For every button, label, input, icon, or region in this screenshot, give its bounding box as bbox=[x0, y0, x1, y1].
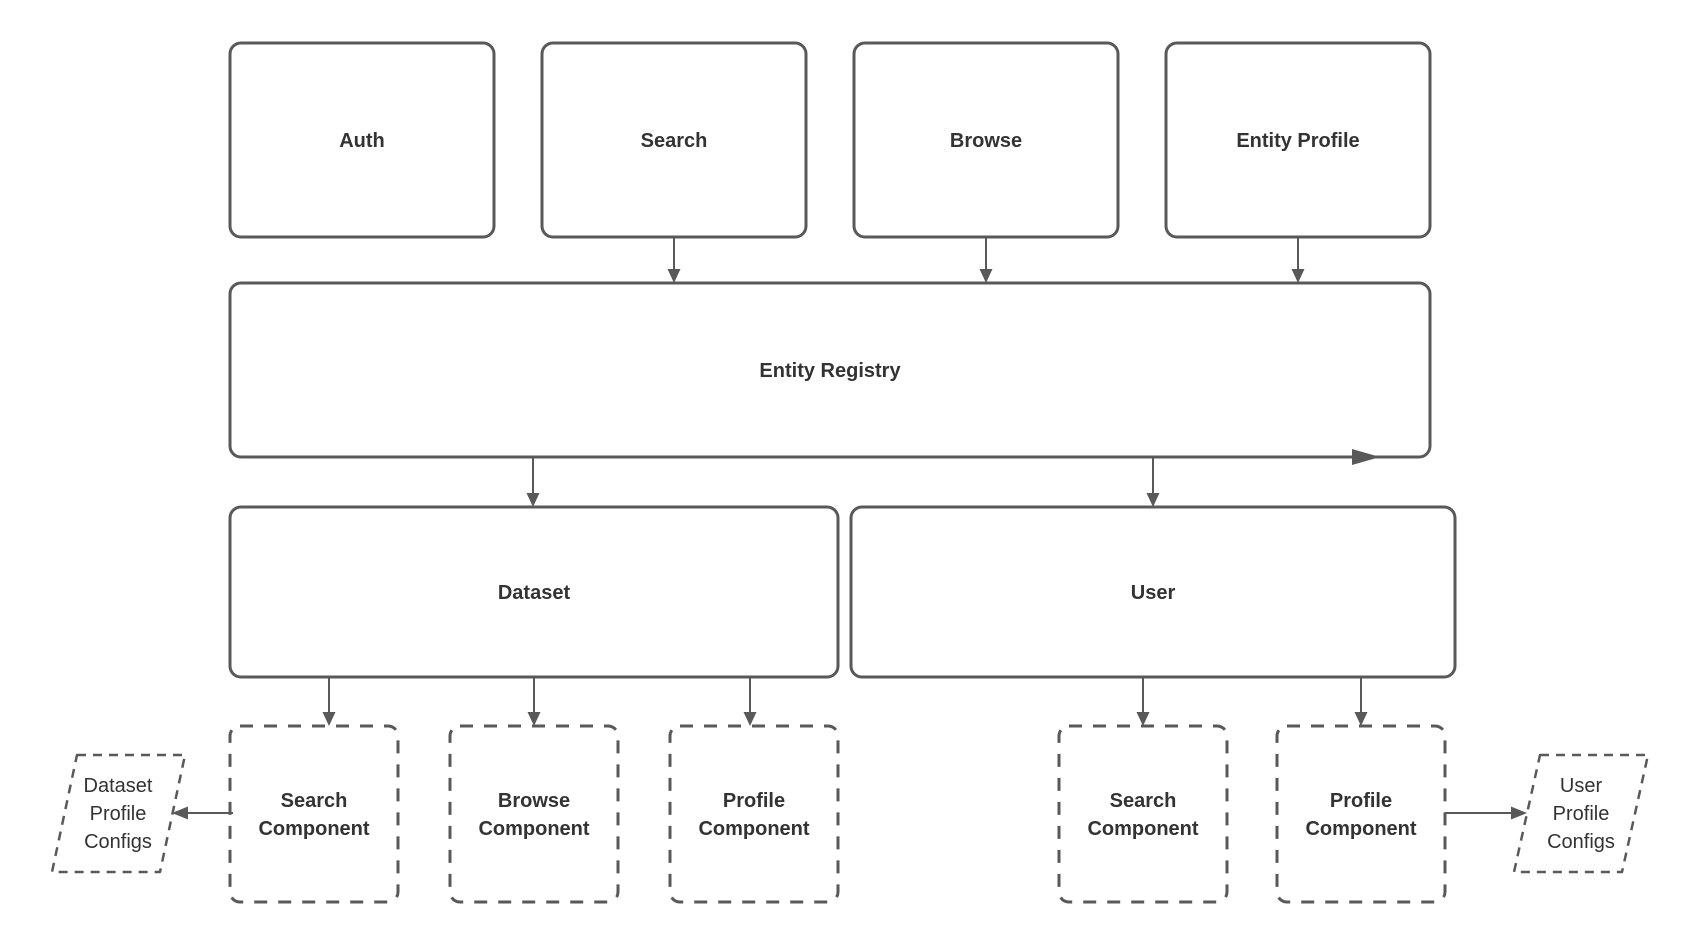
label-line-2: Component bbox=[1305, 818, 1416, 840]
arrowhead bbox=[979, 269, 993, 283]
arrowhead bbox=[743, 712, 757, 726]
entity-profile-node: Entity Profile bbox=[1164, 41, 1432, 239]
entity-registry-box bbox=[228, 281, 1432, 459]
dataset-profile-component-box bbox=[668, 724, 840, 904]
arrowhead bbox=[172, 806, 188, 820]
arrow-search-component-to-dataset-profile-configs bbox=[172, 806, 233, 820]
label-line-1: User bbox=[1560, 775, 1603, 797]
arrowhead bbox=[526, 493, 540, 507]
label-line-2: Profile bbox=[1553, 803, 1610, 825]
arrowhead bbox=[1354, 712, 1368, 726]
label-line-2: Component bbox=[478, 818, 589, 840]
auth-node: Auth bbox=[228, 41, 496, 239]
browse-node: Browse bbox=[852, 41, 1120, 239]
arrow-entity-registry-to-dataset bbox=[526, 457, 540, 507]
user-box bbox=[849, 505, 1457, 679]
arrow-dataset-to-search-component bbox=[322, 677, 336, 726]
dataset-search-component-box bbox=[228, 724, 400, 904]
arrow-entity-registry-right-edge bbox=[1352, 449, 1380, 465]
search-label: Search bbox=[641, 130, 708, 152]
label-line-1: Profile bbox=[1330, 790, 1392, 812]
arrowhead bbox=[527, 712, 541, 726]
label-line-1: Dataset bbox=[84, 775, 153, 797]
arrow-browse-to-entity-registry bbox=[979, 237, 993, 283]
user-label: User bbox=[1131, 582, 1176, 604]
arrow-entity-profile-to-entity-registry bbox=[1291, 237, 1305, 283]
arrow-profile-component-to-user-profile-configs bbox=[1445, 806, 1527, 820]
dataset-node: Dataset bbox=[228, 505, 840, 679]
label-line-1: Search bbox=[1110, 790, 1177, 812]
entity-registry-label: Entity Registry bbox=[759, 360, 901, 382]
label-line-2: Profile bbox=[90, 803, 147, 825]
label-line-2: Component bbox=[1087, 818, 1198, 840]
auth-label: Auth bbox=[339, 130, 385, 152]
arrow-search-to-entity-registry bbox=[667, 237, 681, 283]
label-line-1: Browse bbox=[498, 790, 570, 812]
search-node: Search bbox=[540, 41, 808, 239]
label-line-3: Configs bbox=[1547, 831, 1615, 853]
user-profile-component-box bbox=[1275, 724, 1447, 904]
entity-profile-label: Entity Profile bbox=[1236, 130, 1359, 152]
arrow-entity-registry-to-user bbox=[1146, 457, 1160, 507]
browse-label: Browse bbox=[950, 130, 1022, 152]
arrowhead bbox=[1136, 712, 1150, 726]
label-line-1: Profile bbox=[723, 790, 785, 812]
arrowhead bbox=[1511, 806, 1527, 820]
dataset-label: Dataset bbox=[498, 582, 571, 604]
label-line-3: Configs bbox=[84, 831, 152, 853]
label-line-2: Component bbox=[258, 818, 369, 840]
arrowhead bbox=[667, 269, 681, 283]
arrowhead bbox=[1146, 493, 1160, 507]
user-profile-configs-shape bbox=[1512, 753, 1650, 874]
label-line-2: Component bbox=[698, 818, 809, 840]
auth-box bbox=[228, 41, 496, 239]
dataset-profile-configs-shape bbox=[50, 753, 187, 874]
arrow-user-to-search-component bbox=[1136, 677, 1150, 726]
label-line-1: Search bbox=[281, 790, 348, 812]
user-search-component-box bbox=[1057, 724, 1229, 904]
arrowhead bbox=[322, 712, 336, 726]
dataset-browse-component-box bbox=[448, 724, 620, 904]
arrow-dataset-to-profile-component bbox=[743, 677, 757, 726]
arrowhead bbox=[1352, 449, 1380, 465]
user-node: User bbox=[849, 505, 1457, 679]
arrowhead bbox=[1291, 269, 1305, 283]
arrow-user-to-profile-component bbox=[1354, 677, 1368, 726]
entity-registry-node: Entity Registry bbox=[228, 281, 1432, 459]
arrow-dataset-to-browse-component bbox=[527, 677, 541, 726]
